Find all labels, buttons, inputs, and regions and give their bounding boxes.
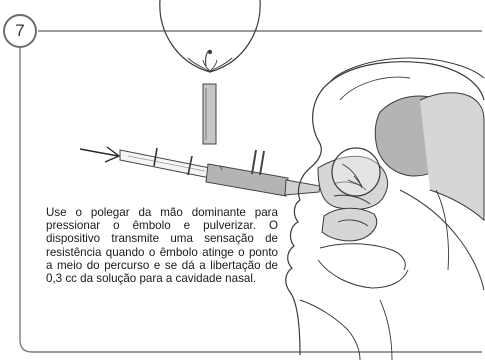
arrow-right-icon [80,147,119,162]
brain-region [375,93,484,290]
instruction-text: Use o polegar da mão dominante para pres… [46,206,278,285]
syringe-device [120,148,342,196]
magnifier-circle [332,148,380,196]
top-head-view [160,0,260,72]
top-view-device [203,50,216,144]
step-number-badge: 7 [3,14,37,48]
panel-frame [20,31,482,352]
oral-anatomy [300,244,408,360]
